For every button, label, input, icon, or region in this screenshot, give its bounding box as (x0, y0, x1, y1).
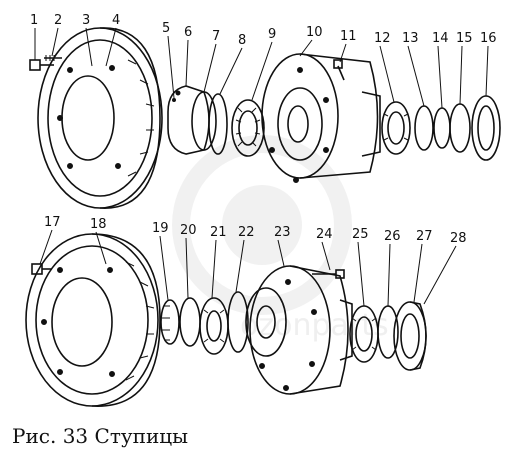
seal-16 (471, 95, 501, 161)
upper-leader-lines (34, 27, 489, 109)
stud-upper (44, 55, 62, 61)
callout-26: 26 (384, 229, 401, 244)
callout-13: 13 (402, 31, 419, 46)
ring-13 (414, 105, 434, 151)
hub-lower (245, 265, 353, 395)
lower-leader-lines (39, 229, 457, 307)
washer-15 (449, 103, 471, 153)
seal-lower (393, 301, 427, 371)
nut-19 (160, 299, 180, 345)
callout-16: 16 (480, 31, 497, 46)
bearing-rear-upper (381, 101, 411, 155)
washer-20 (179, 297, 201, 347)
callout-11: 11 (340, 29, 357, 44)
wheel-stud-upper (333, 59, 345, 81)
callout-22: 22 (238, 225, 255, 240)
gasket-upper (208, 93, 228, 155)
callout-24: 24 (316, 227, 333, 242)
callout-17: 17 (44, 215, 61, 230)
bearing-front-lower (199, 297, 229, 355)
callout-19: 19 (152, 221, 169, 236)
nut-14 (433, 107, 451, 149)
callout-25: 25 (352, 227, 369, 242)
bolt-upper (29, 59, 54, 71)
callout-20: 20 (180, 223, 197, 238)
bearing-upper (231, 99, 265, 157)
callout-3: 3 (82, 13, 90, 28)
upper-hub-assembly (29, 27, 501, 209)
lower-hub-assembly (25, 229, 457, 407)
callout-5: 5 (162, 21, 170, 36)
callout-21: 21 (210, 225, 227, 240)
callout-23: 23 (274, 225, 291, 240)
callout-15: 15 (456, 31, 473, 46)
callout-18: 18 (90, 217, 107, 232)
callout-4: 4 (112, 13, 120, 28)
callout-1: 1 (30, 13, 38, 28)
callout-8: 8 (238, 33, 246, 48)
callout-27: 27 (416, 229, 433, 244)
callout-9: 9 (268, 27, 276, 42)
bolt-lower (31, 263, 52, 275)
watermark-logo: ozonparts (172, 135, 389, 343)
brake-drum-upper (37, 27, 163, 209)
callout-12: 12 (374, 31, 391, 46)
callout-7: 7 (212, 29, 220, 44)
brake-drum-lower (25, 233, 161, 407)
ring-22 (227, 291, 249, 353)
hub-upper (261, 53, 381, 183)
wheel-stud-lower (312, 269, 345, 279)
figure-caption: Рис. 33 Ступицы (12, 424, 189, 448)
callout-14: 14 (432, 31, 449, 46)
callout-10: 10 (306, 25, 323, 40)
callout-2: 2 (54, 13, 62, 28)
callout-6: 6 (184, 25, 192, 40)
callout-28: 28 (450, 231, 467, 246)
